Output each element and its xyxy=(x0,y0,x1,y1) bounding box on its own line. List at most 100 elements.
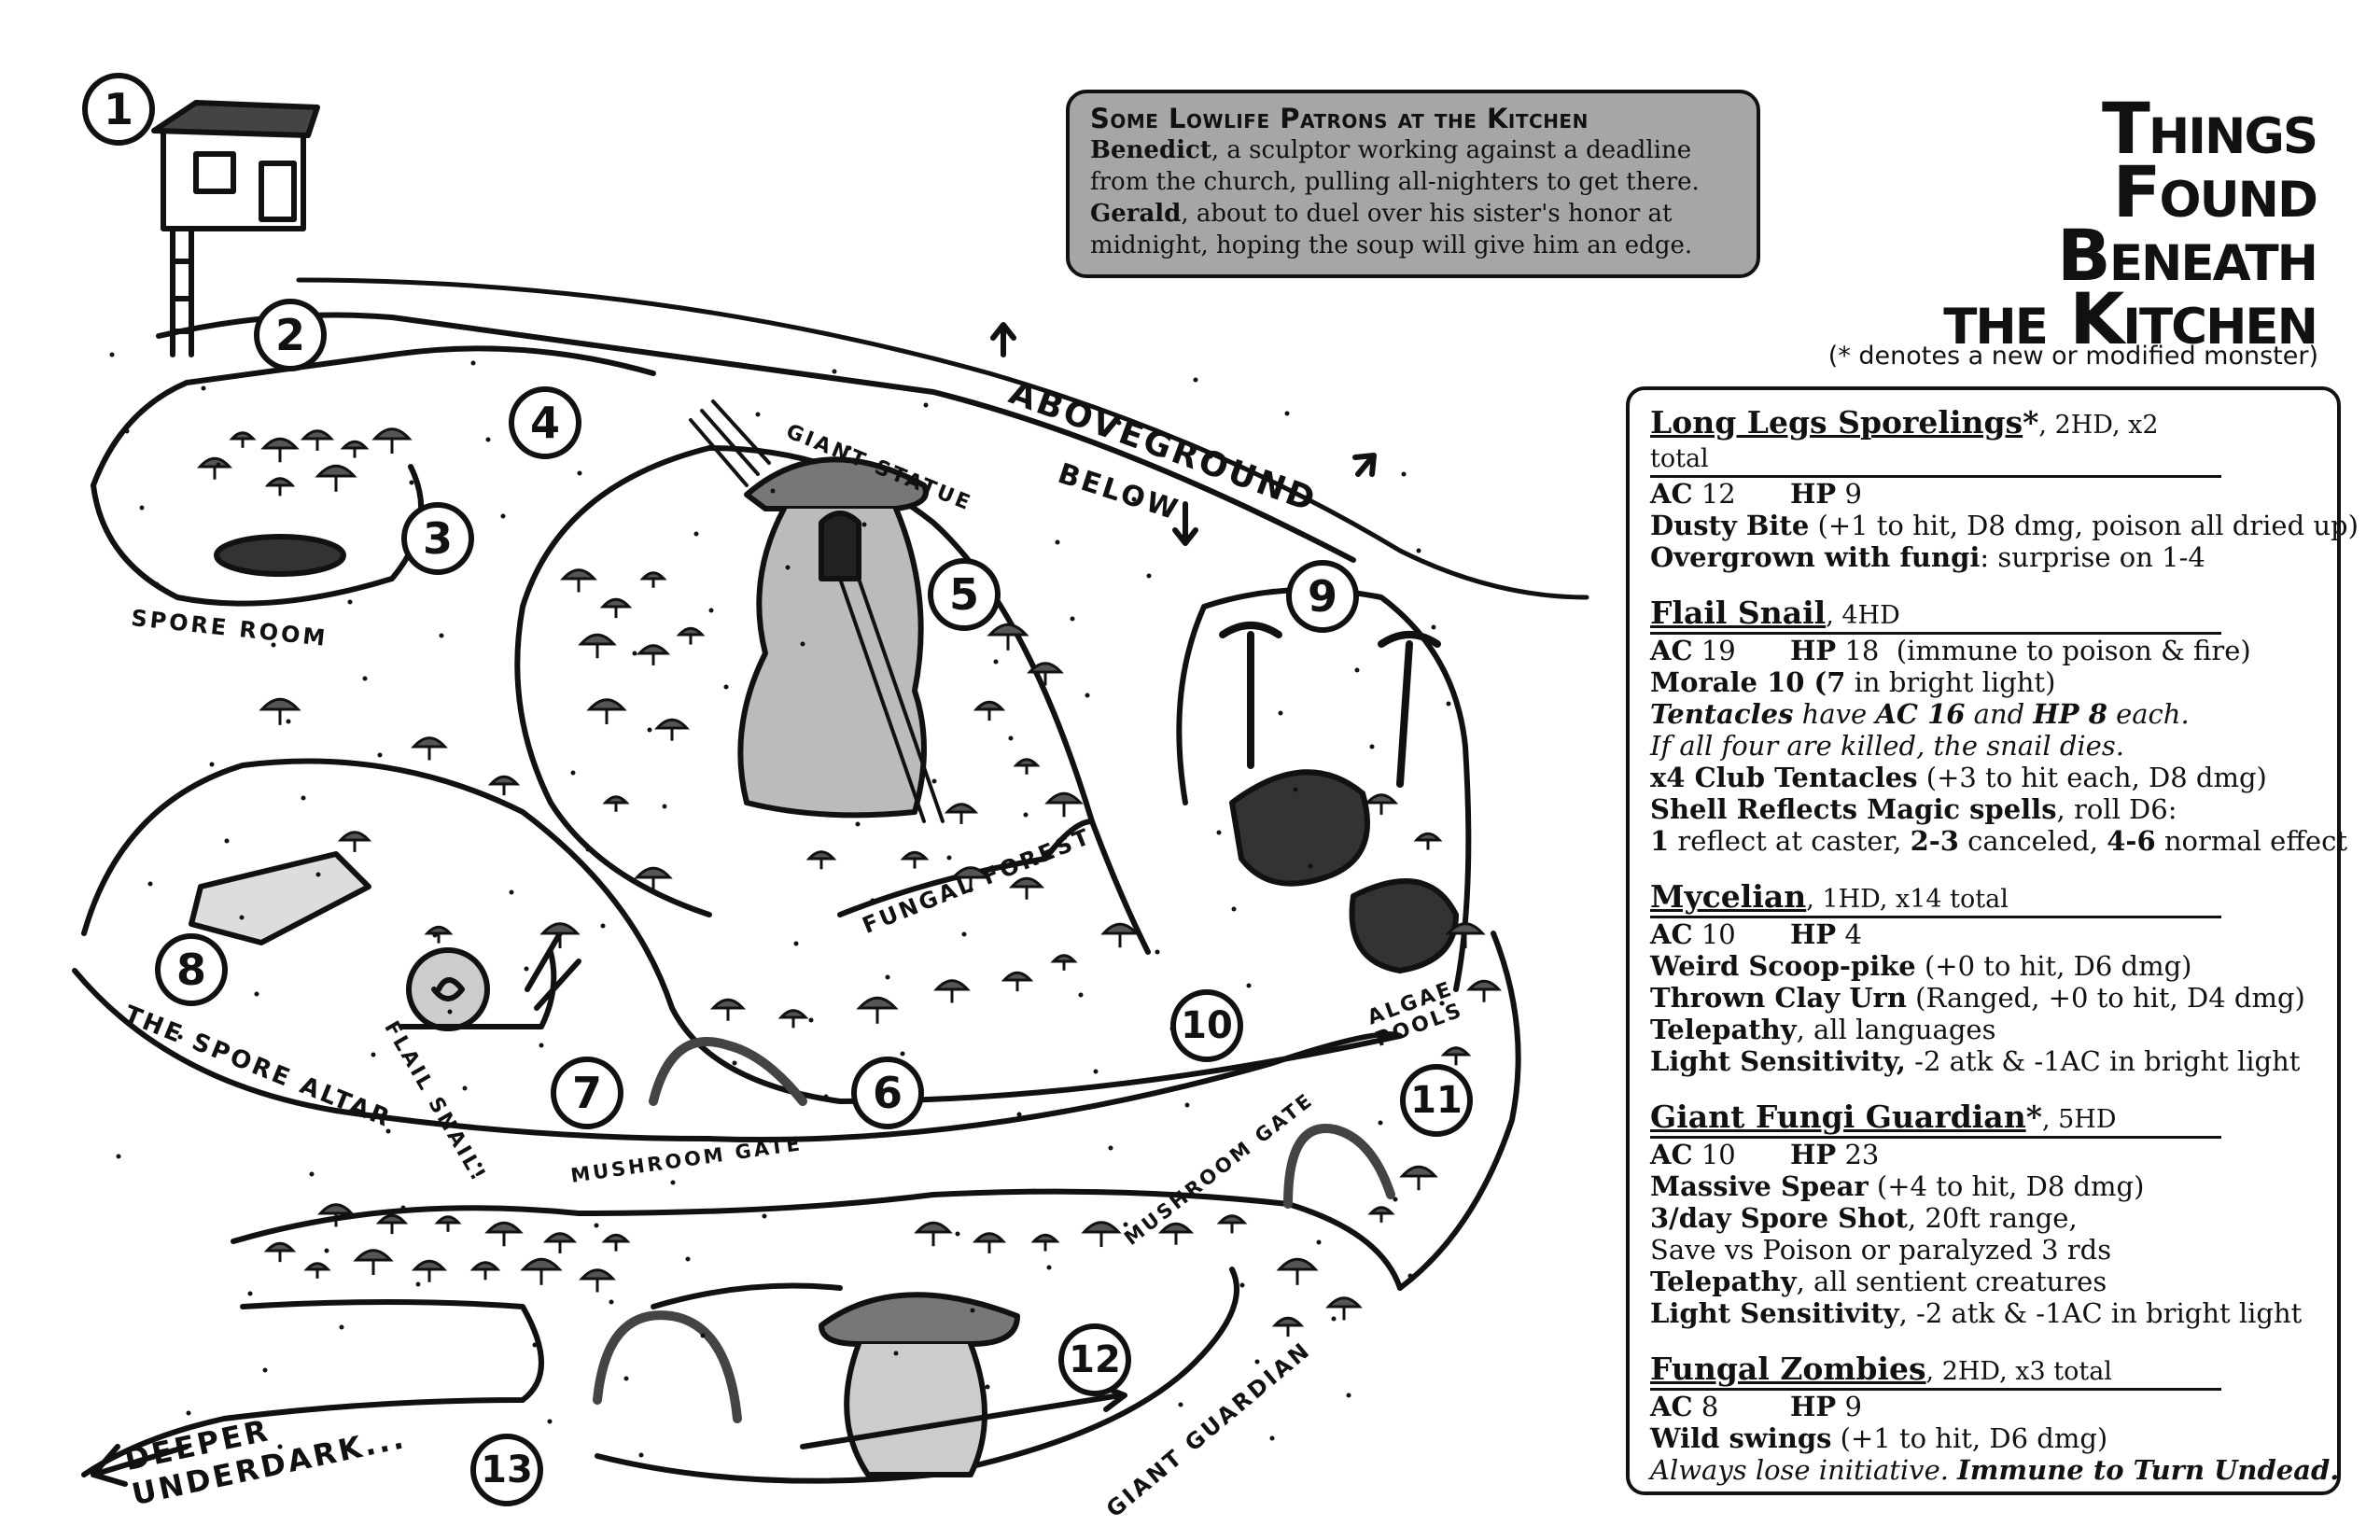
ground-speck xyxy=(1278,710,1283,716)
ground-speck xyxy=(577,470,582,476)
mushroom-cap xyxy=(560,568,597,581)
ability-row: Tentacles have AC 16 and HP 8 each. xyxy=(1650,698,2317,730)
ground-speck xyxy=(1254,1359,1260,1365)
mushroom-cap xyxy=(914,1221,953,1234)
mushroom-cap xyxy=(337,831,372,842)
mushroom-gate-2 xyxy=(1283,1124,1395,1209)
ability-text: normal effect xyxy=(2155,825,2347,857)
ground-speck xyxy=(908,1427,914,1433)
ground-speck xyxy=(1023,812,1029,818)
ground-speck xyxy=(1269,1435,1275,1441)
ground-speck xyxy=(1131,497,1137,502)
ground-speck xyxy=(647,727,652,733)
ability-text: : surprise on 1-4 xyxy=(1980,541,2205,573)
monster-name: Giant Fungi Guardian xyxy=(1650,1099,2026,1135)
mushroom-cap xyxy=(1440,1046,1472,1057)
ground-speck xyxy=(1378,1120,1383,1126)
hp-value: 9 xyxy=(1844,1391,1862,1422)
monster-name: Mycelian xyxy=(1650,878,1807,915)
mushroom-cap xyxy=(602,795,630,805)
mushroom-cap xyxy=(856,996,899,1010)
ac-label: AC xyxy=(1650,635,1693,666)
ground-speck xyxy=(623,1376,629,1381)
mushroom-cap xyxy=(973,700,1006,711)
ground-speck xyxy=(1146,573,1152,579)
ability-text: , all languages xyxy=(1796,1014,1996,1045)
ground-speck xyxy=(532,1342,538,1348)
ability-row: Telepathy, all languages xyxy=(1650,1014,2317,1045)
ability-text: , all sentient creatures xyxy=(1796,1266,2107,1297)
monster-name: Long Legs Sporelings xyxy=(1650,404,2023,441)
ground-speck xyxy=(961,931,967,937)
marker-7: 7 xyxy=(551,1057,623,1129)
mushroom-cap xyxy=(578,633,617,646)
mushroom-gate-3 xyxy=(593,1310,742,1423)
ground-speck xyxy=(1407,1273,1413,1279)
ground-speck xyxy=(1393,1197,1398,1202)
ground-speck xyxy=(462,1085,468,1091)
ac-label: AC xyxy=(1650,478,1693,510)
mushroom-cap xyxy=(639,571,667,581)
ground-speck xyxy=(139,505,145,511)
mushroom-cap xyxy=(950,866,991,879)
marker-3: 3 xyxy=(401,502,474,575)
monster-header: Flail Snail, 4HD xyxy=(1650,597,2221,635)
hp-label: HP xyxy=(1790,1139,1837,1170)
ground-speck xyxy=(324,1248,329,1253)
ground-speck xyxy=(439,633,444,638)
mushroom-cap xyxy=(710,998,746,1010)
mushroom-cap xyxy=(484,1221,524,1234)
mushroom-cap xyxy=(263,1241,297,1253)
monster-hd: , 5HD xyxy=(2041,1105,2117,1134)
ground-speck xyxy=(1239,1282,1245,1288)
hp-label: HP xyxy=(1790,635,1837,666)
ground-speck xyxy=(1369,744,1375,749)
mushroom-cap xyxy=(1027,662,1064,674)
ground-speck xyxy=(808,1017,814,1023)
ac-value: 10 xyxy=(1701,1139,1736,1170)
hp-label: HP xyxy=(1790,918,1837,950)
ground-speck xyxy=(762,1213,767,1219)
mushroom-cap xyxy=(353,1249,394,1262)
ground-speck xyxy=(700,1333,706,1338)
ability-row: Massive Spear (+4 to hit, D8 dmg) xyxy=(1650,1170,2317,1202)
ground-speck xyxy=(747,1137,752,1142)
mushroom-gate-1 xyxy=(649,1037,807,1106)
ground-speck xyxy=(409,480,414,485)
mushroom-cap xyxy=(1009,876,1044,889)
mushroom-cap xyxy=(260,437,300,450)
ac-label: AC xyxy=(1650,1139,1693,1170)
mushroom-cap xyxy=(197,456,232,469)
ground-speck xyxy=(301,795,306,801)
ground-speck xyxy=(723,684,729,690)
ground-speck xyxy=(362,676,368,681)
ability-text: , 20ft range, xyxy=(1907,1202,2078,1234)
mushroom-cap xyxy=(586,698,627,711)
monster-hd: , 4HD xyxy=(1826,601,1900,630)
ground-speck xyxy=(1123,1222,1128,1227)
ground-speck xyxy=(154,581,160,587)
ground-speck xyxy=(847,445,852,451)
mushroom-cap xyxy=(434,1215,462,1225)
ground-speck xyxy=(124,428,130,434)
ground-speck xyxy=(1155,949,1160,955)
ground-speck xyxy=(946,855,952,861)
ground-speck xyxy=(400,1205,406,1211)
mushroom-cap xyxy=(424,925,454,935)
mushroom-cap xyxy=(634,866,673,879)
ground-speck xyxy=(177,1034,183,1040)
ground-speck xyxy=(985,1384,990,1390)
ability-row: Light Sensitivity, -2 atk & -1AC in brig… xyxy=(1650,1045,2317,1077)
mushroom-cap xyxy=(469,1261,501,1271)
ground-speck xyxy=(885,974,890,980)
mushroom-cap xyxy=(944,803,979,814)
ground-speck xyxy=(539,1043,544,1048)
hp-label: HP xyxy=(1790,478,1837,510)
mushroom-cap xyxy=(987,623,1029,637)
ground-speck xyxy=(277,1444,283,1449)
mushroom-cap xyxy=(542,1232,578,1243)
marker-2: 2 xyxy=(254,299,327,371)
title-line: Found xyxy=(2112,150,2318,233)
mushroom-cap xyxy=(340,440,370,450)
